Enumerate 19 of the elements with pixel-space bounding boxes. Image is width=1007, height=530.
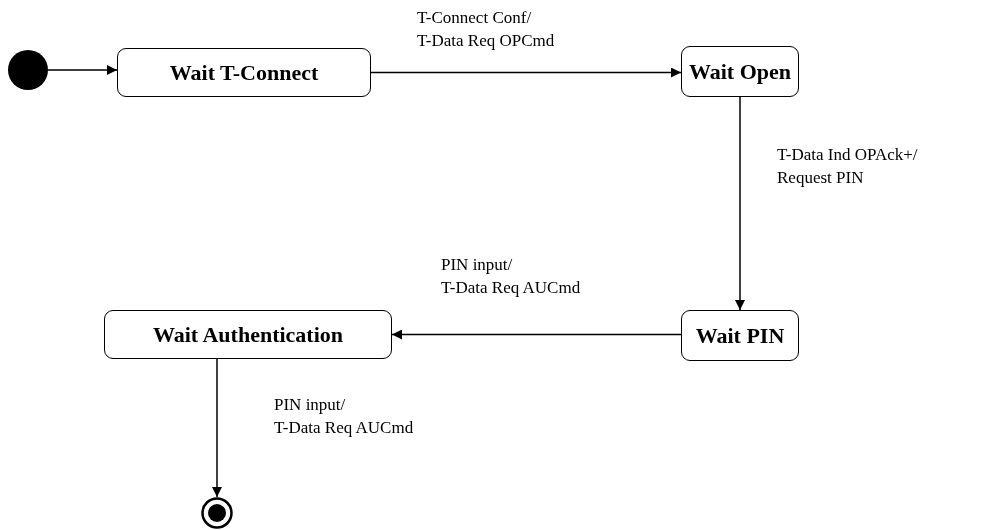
transition-arrow <box>212 358 222 498</box>
edge-label: PIN input/ T-Data Req AUCmd <box>441 254 581 299</box>
state-box <box>681 46 799 97</box>
state-box <box>681 310 799 361</box>
state-name: Wait T-Connect <box>169 59 319 86</box>
transition-arrow <box>47 65 118 75</box>
initial-state <box>8 50 48 90</box>
edge-label: T-Data Ind OPAck+/ Request PIN <box>777 144 918 189</box>
state-box <box>117 48 371 97</box>
state-name: Wait Open <box>688 58 792 85</box>
final-state <box>201 497 233 529</box>
state-box <box>104 310 392 359</box>
transition-arrow <box>735 96 745 311</box>
transition-arrow <box>370 67 682 78</box>
state-name: Wait PIN <box>695 322 785 349</box>
transition-arrow <box>391 329 682 340</box>
edge-label: T-Connect Conf/ T-Data Req OPCmd <box>417 7 555 52</box>
edge-label: PIN input/ T-Data Req AUCmd <box>274 394 414 439</box>
state-name: Wait Authentication <box>152 321 344 348</box>
